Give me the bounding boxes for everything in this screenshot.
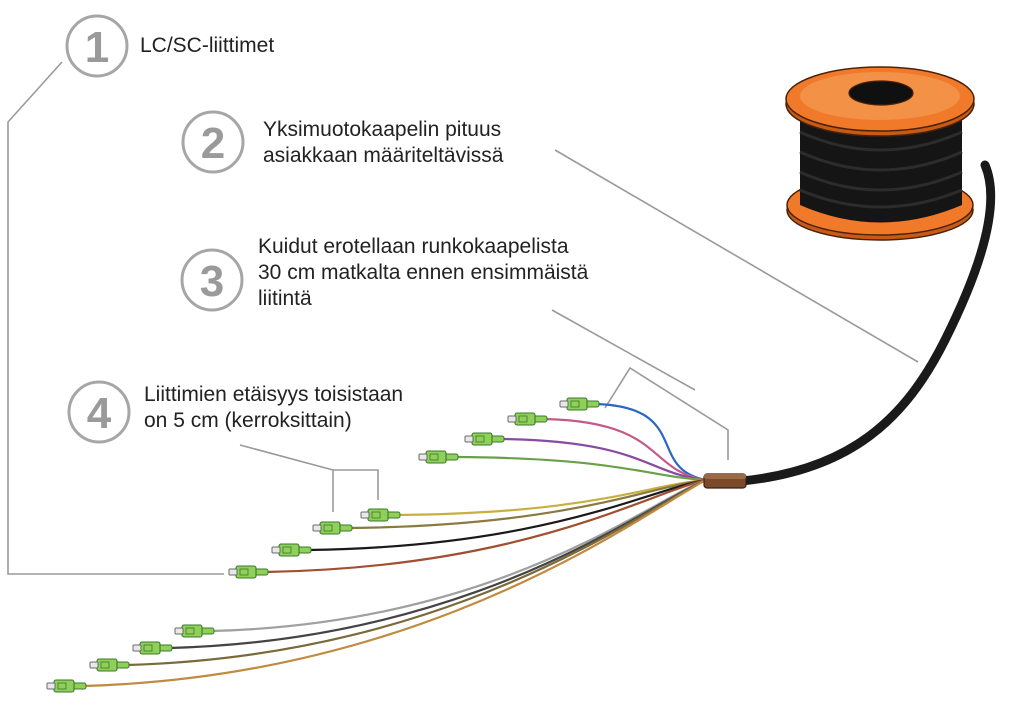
callout-2-circle: 2 [181,110,245,174]
callout-4-line-1: Liittimien etäisyys toisistaan [144,383,404,406]
fiber-strand [455,455,707,482]
callout-2-text: Yksimuotokaapelin pituus asiakkaan määri… [263,117,503,169]
lc-sc-connector-icon [418,450,459,464]
lc-sc-connector-icon [132,641,173,655]
callout-2-line-2: asiakkaan määriteltävissä [263,144,504,167]
breakout-sleeve [703,473,747,489]
fiber-strand [126,479,707,667]
lc-sc-connector-icon [271,543,312,557]
lc-sc-connector-icon [559,397,600,411]
callout-1-line-1: LC/SC-liittimet [140,34,275,57]
fiber-strand [596,402,707,482]
fiber-strand [349,478,707,530]
cable-spool-icon [785,66,975,241]
fiber-strand [169,478,707,650]
fiber-strand [501,437,707,482]
callout-number-circles: 1 2 3 4 [65,14,245,444]
lc-sc-connector-icon [464,432,505,446]
leader-bracket-4 [332,469,379,512]
lc-sc-connector-icon [312,521,353,535]
lc-sc-connector-icon [89,658,130,672]
leader-line-2 [554,149,919,363]
callout-1-circle: 1 [65,14,129,78]
callout-2-number: 2 [201,119,225,168]
callout-3-line-2: 30 cm matkalta ennen ensimmäistä [258,261,589,284]
fiber-strand [308,478,707,552]
lc-sc-connector-icon [228,565,269,579]
fiber-strand [397,478,707,517]
lc-sc-connector-icon [174,624,215,638]
fiber-strand [544,417,707,482]
leader-bracket-3 [604,366,729,460]
callout-3-number: 3 [200,257,224,306]
fiber-strand [83,479,707,688]
callout-4-line-2: on 5 cm (kerroksittain) [144,409,352,432]
trunk-cable [737,160,996,486]
lc-sc-connector-icon [507,412,548,426]
callout-3-line-1: Kuidut erotellaan runkokaapelista [258,235,569,258]
lc-sc-connector-icon [360,508,401,522]
callout-1-number: 1 [85,23,109,72]
fiber-strand [265,478,707,574]
callout-4-circle: 4 [67,380,131,444]
callout-4-text: Liittimien etäisyys toisistaan on 5 cm (… [144,382,403,434]
callout-3-text: Kuidut erotellaan runkokaapelista 30 cm … [258,234,588,312]
leader-line-4 [239,444,334,471]
callout-3-line-3: liitintä [258,287,312,310]
callout-4-number: 4 [87,389,112,438]
leader-line-3 [551,309,696,391]
leader-lines [7,61,919,575]
lc-sc-connector-icon [46,679,87,693]
fiber-fanout [46,397,707,693]
leader-line-1 [7,61,224,575]
callout-3-circle: 3 [180,248,244,312]
callout-1-text: LC/SC-liittimet [140,33,274,59]
callout-2-line-1: Yksimuotokaapelin pituus [263,118,502,141]
